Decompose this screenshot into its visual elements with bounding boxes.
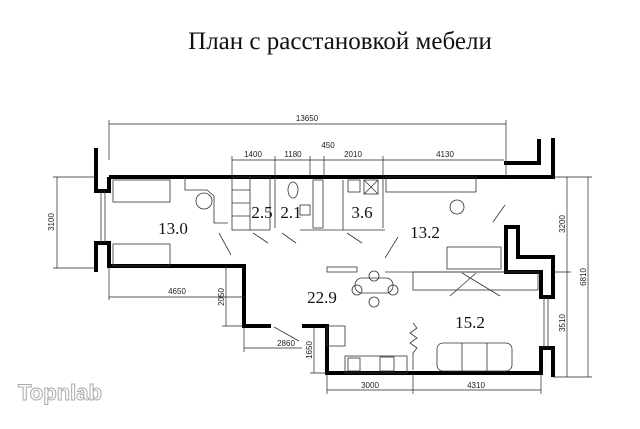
dim-4650: 4650: [168, 287, 186, 296]
dim-3200: 3200: [558, 215, 567, 233]
room-area-wc: 2.1: [280, 203, 301, 222]
dining-table: [354, 277, 394, 294]
dim-1650: 1650: [305, 341, 314, 359]
dim-3100: 3100: [47, 213, 56, 231]
walls: [94, 138, 555, 377]
stairs: [231, 176, 271, 231]
dimension-lines: [53, 120, 592, 394]
room-area-living: 15.2: [455, 313, 485, 332]
wardrobe: [385, 176, 477, 193]
dim-1180: 1180: [284, 150, 302, 159]
kitchen-counter: [344, 355, 408, 374]
stove: [379, 356, 395, 372]
room-area-hall: 22.9: [307, 288, 337, 307]
dim-3510: 3510: [558, 314, 567, 332]
room-area-bathroom: 3.6: [351, 203, 372, 222]
room-area-bedroom-right: 13.2: [410, 223, 440, 242]
toilet: [287, 181, 299, 199]
dim-450: 450: [321, 141, 335, 150]
bathtub: [312, 179, 324, 229]
watermark-logo: Topnlab: [18, 380, 102, 405]
room-area-bedroom-left: 13.0: [158, 219, 188, 238]
bed-top: [112, 179, 171, 203]
dim-6810: 6810: [579, 268, 588, 286]
dim-2010: 2010: [344, 150, 362, 159]
bed-right: [446, 246, 502, 270]
dim-1400: 1400: [244, 150, 262, 159]
room-area-storage: 2.5: [251, 203, 272, 222]
dim-4310: 4310: [467, 381, 485, 390]
interior: [100, 176, 549, 374]
bed-bottom: [112, 243, 171, 267]
dim-3000: 3000: [361, 381, 379, 390]
dim-total: 13650: [296, 114, 319, 123]
plan-title: План с расстановкой мебели: [188, 28, 492, 55]
dim-4130: 4130: [436, 150, 454, 159]
dim-2050: 2050: [217, 288, 226, 306]
sofa: [436, 342, 513, 372]
dim-2860: 2860: [277, 339, 295, 348]
